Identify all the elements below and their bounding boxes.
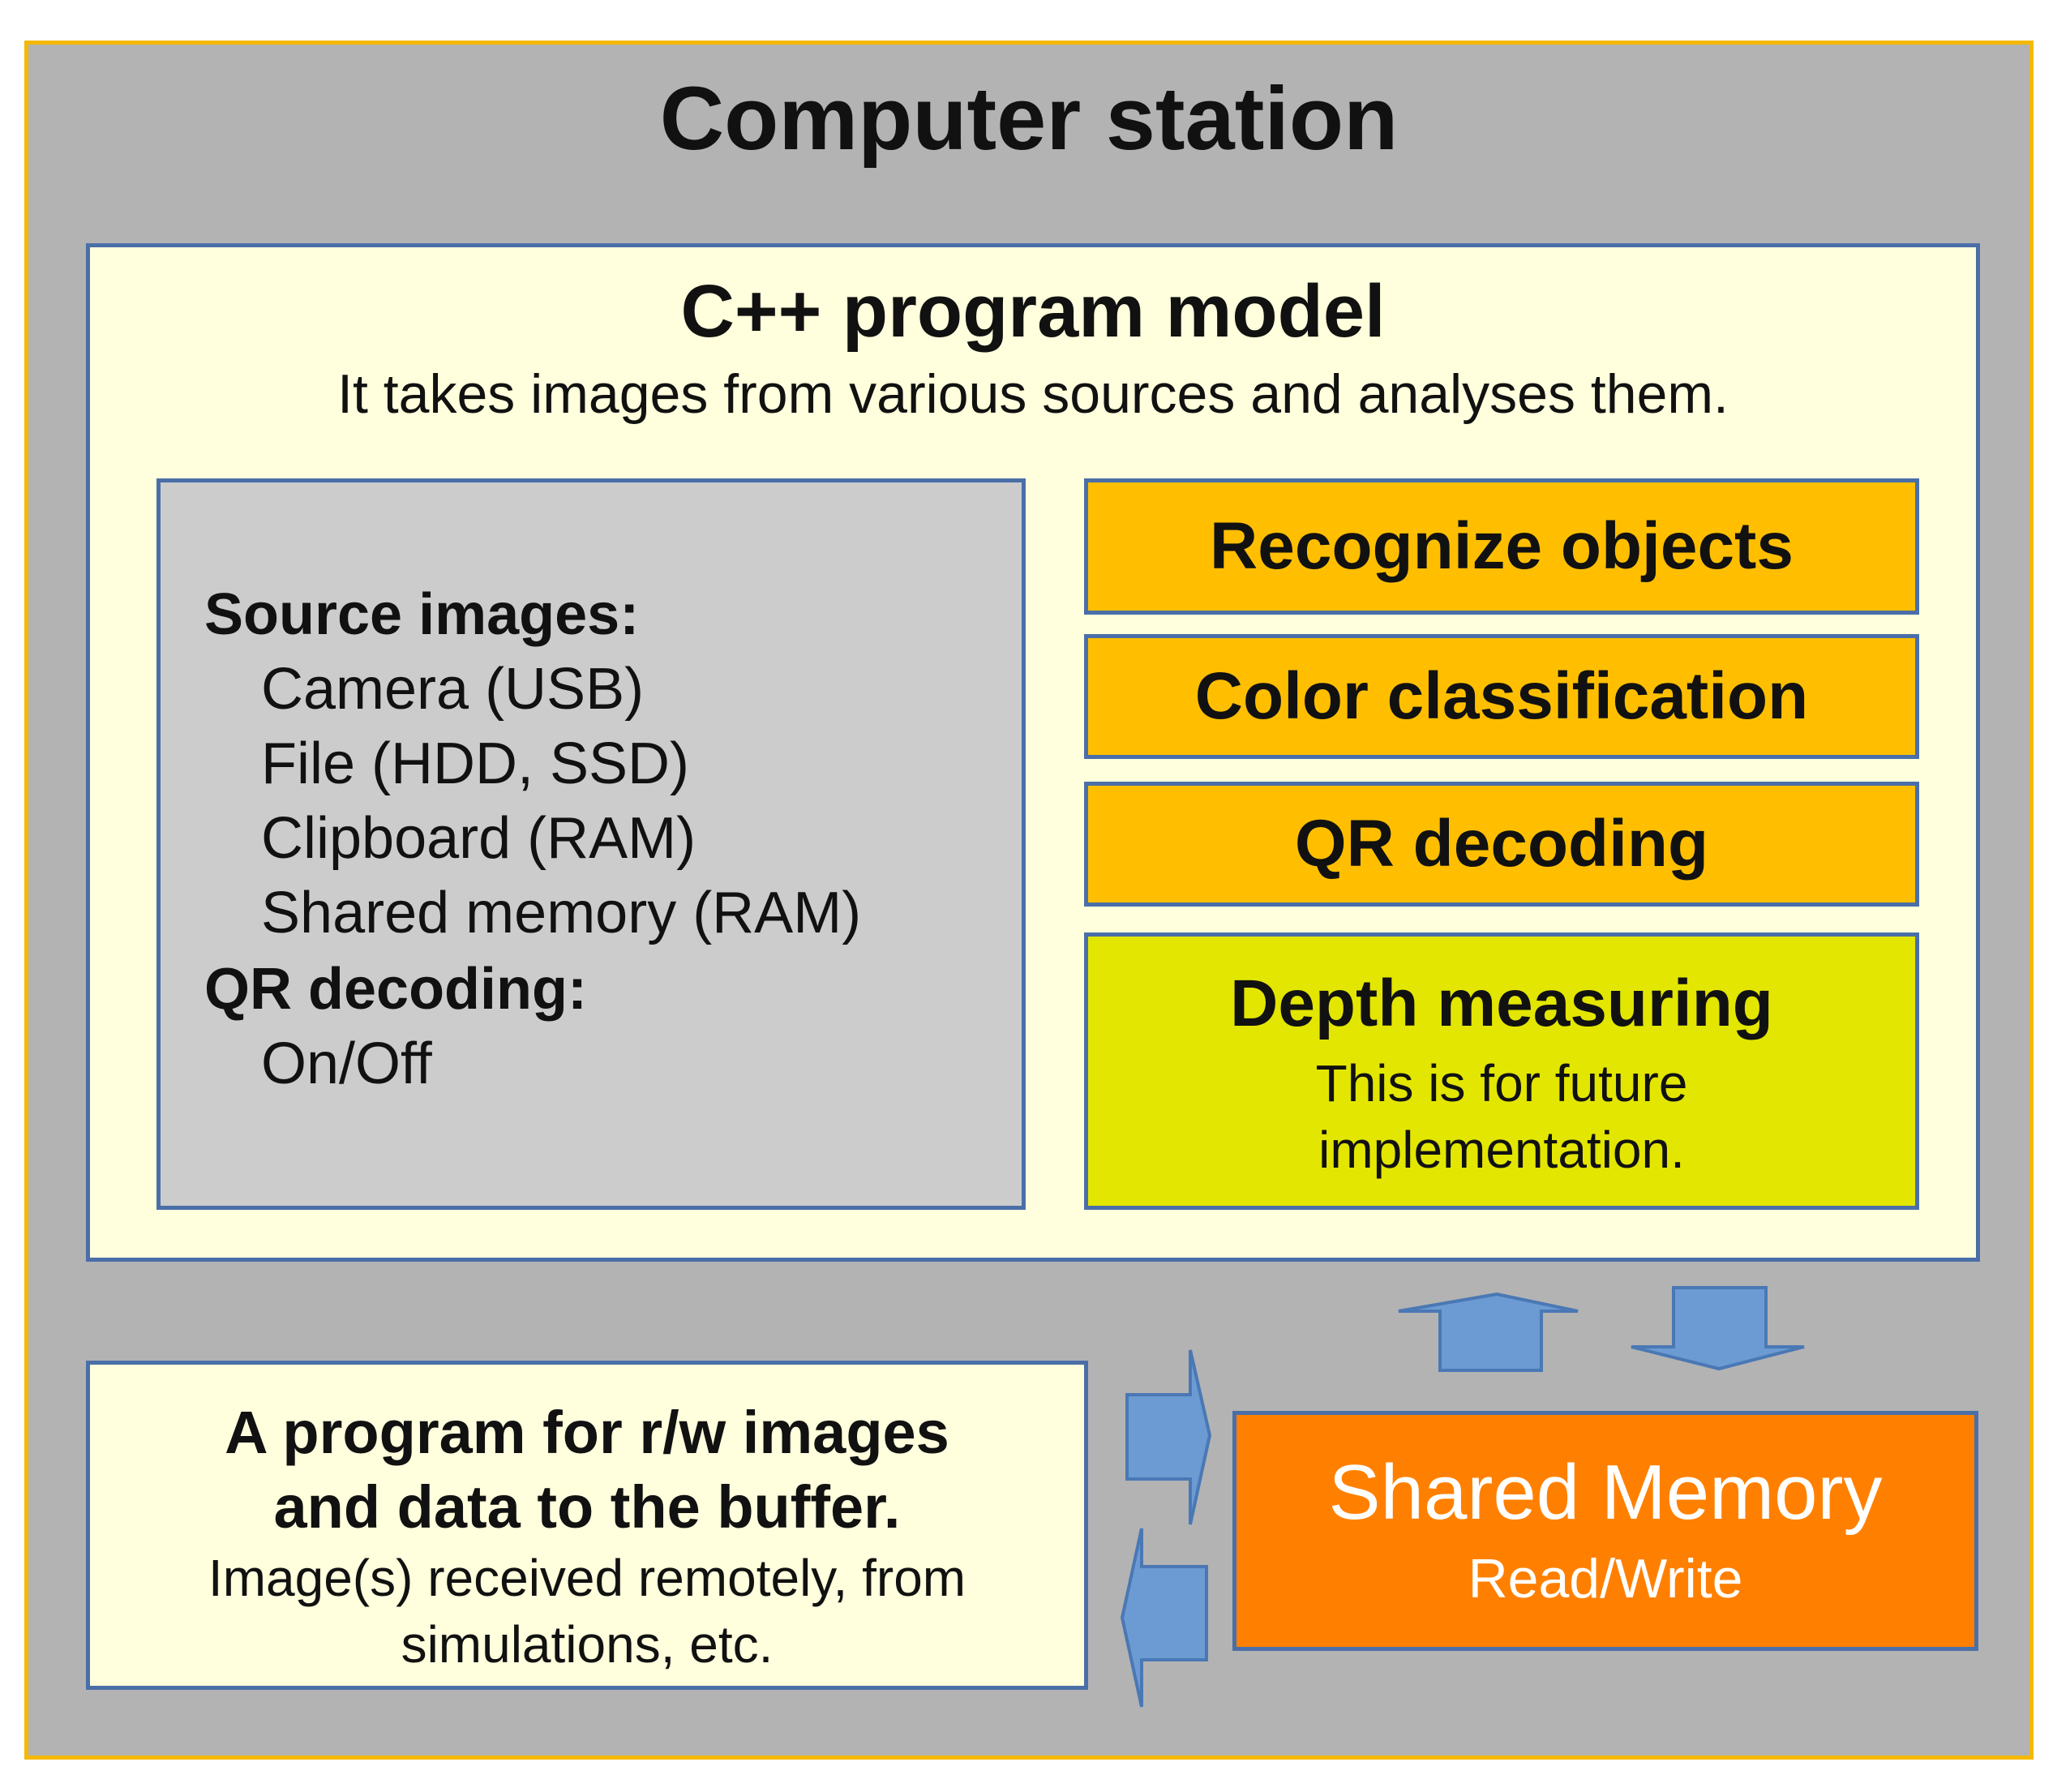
depth-note-line-2: implementation. xyxy=(1318,1121,1685,1179)
source-item-camera: Camera (USB) xyxy=(261,657,645,722)
qr-decoding-heading: QR decoding: xyxy=(204,957,587,1022)
source-images-heading: Source images: xyxy=(204,582,640,647)
program-model-subtitle: It takes images from various sources and… xyxy=(337,363,1729,425)
arrow-right-icon xyxy=(1125,1349,1212,1525)
arrow-down-icon xyxy=(1631,1286,1805,1371)
rw-title-line-1: A program for r/w images xyxy=(225,1399,949,1466)
rw-note-line-2: simulations, etc. xyxy=(401,1615,774,1674)
depth-measuring-note: This is for future implementation. xyxy=(1088,1050,1915,1183)
rw-program-title: A program for r/w images and data to the… xyxy=(90,1395,1084,1545)
source-images-panel xyxy=(156,478,1026,1210)
qr-decoding-value: On/Off xyxy=(261,1031,432,1096)
station-title: Computer station xyxy=(659,69,1399,169)
source-item-clipboard: Clipboard (RAM) xyxy=(261,806,696,871)
color-classification-box: Color classification xyxy=(1084,634,1919,759)
arrow-left-icon xyxy=(1120,1528,1208,1708)
color-classification-label: Color classification xyxy=(1194,659,1809,733)
recognize-objects-box: Recognize objects xyxy=(1084,478,1919,615)
depth-note-line-1: This is for future xyxy=(1315,1054,1688,1112)
shared-memory-subtitle: Read/Write xyxy=(1468,1548,1743,1610)
shared-memory-box: Shared Memory Read/Write xyxy=(1232,1411,1978,1651)
rw-program-box: A program for r/w images and data to the… xyxy=(86,1361,1088,1690)
source-item-shared-memory: Shared memory (RAM) xyxy=(261,881,862,945)
qr-decoding-label: QR decoding xyxy=(1294,807,1709,881)
depth-measuring-title: Depth measuring xyxy=(1230,967,1773,1040)
rw-program-note: Image(s) received remotely, from simulat… xyxy=(90,1545,1084,1678)
arrow-up-icon xyxy=(1398,1292,1579,1372)
source-item-file: File (HDD, SSD) xyxy=(261,731,690,796)
depth-measuring-box: Depth measuring This is for future imple… xyxy=(1084,932,1919,1210)
shared-memory-title: Shared Memory xyxy=(1328,1449,1883,1536)
qr-decoding-box: QR decoding xyxy=(1084,782,1919,907)
rw-title-line-2: and data to the buffer. xyxy=(273,1473,901,1541)
recognize-objects-label: Recognize objects xyxy=(1210,509,1794,583)
rw-note-line-1: Image(s) received remotely, from xyxy=(208,1549,966,1607)
program-model-title: C++ program model xyxy=(680,270,1386,353)
